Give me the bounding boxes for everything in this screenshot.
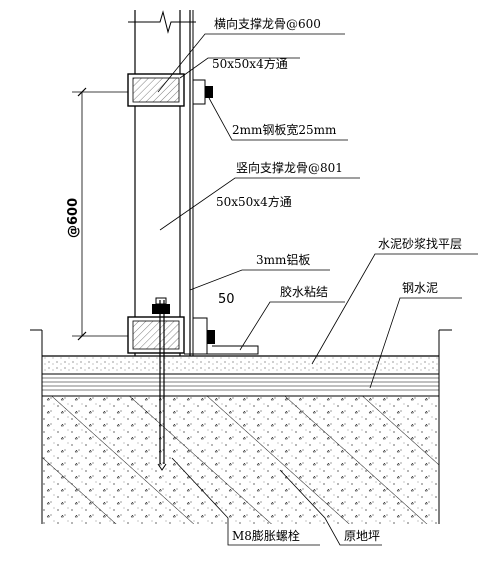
label-horizontal-tube: 50x50x4方通 <box>212 56 288 71</box>
dimension-50-label: 50 <box>218 292 235 307</box>
annotation-labels: 横向支撑龙骨@600 50x50x4方通 2mm钢板宽25mm 竖向支撑龙骨@8… <box>212 16 462 543</box>
dimension-600: @600 <box>66 87 128 341</box>
label-vertical-keel: 竖向支撑龙骨@801 <box>236 160 343 175</box>
leader-lines <box>157 33 478 546</box>
floor-layers <box>30 329 452 524</box>
label-anchor-bolt: M8膨胀螺栓 <box>232 528 300 543</box>
dimension-600-label: @600 <box>66 198 81 238</box>
label-vertical-tube: 50x50x4方通 <box>216 194 292 209</box>
membrane-layer <box>41 373 440 397</box>
vertical-panel <box>128 10 196 356</box>
dimension-50: 50 <box>218 292 235 307</box>
label-steel-plate: 2mm钢板宽25mm <box>232 122 337 137</box>
label-glue-bond: 胶水粘结 <box>280 284 328 299</box>
label-cement-mortar: 水泥砂浆找平层 <box>378 236 462 251</box>
bottom-horizontal-tube <box>127 297 259 471</box>
label-original-floor: 原地坪 <box>344 529 380 543</box>
label-horizontal-keel: 横向支撑龙骨@600 <box>214 16 321 31</box>
label-aluminum-plate: 3mm铝板 <box>256 252 310 267</box>
label-plain-concrete: 钢水泥 <box>402 281 438 295</box>
top-horizontal-tube <box>127 73 213 107</box>
